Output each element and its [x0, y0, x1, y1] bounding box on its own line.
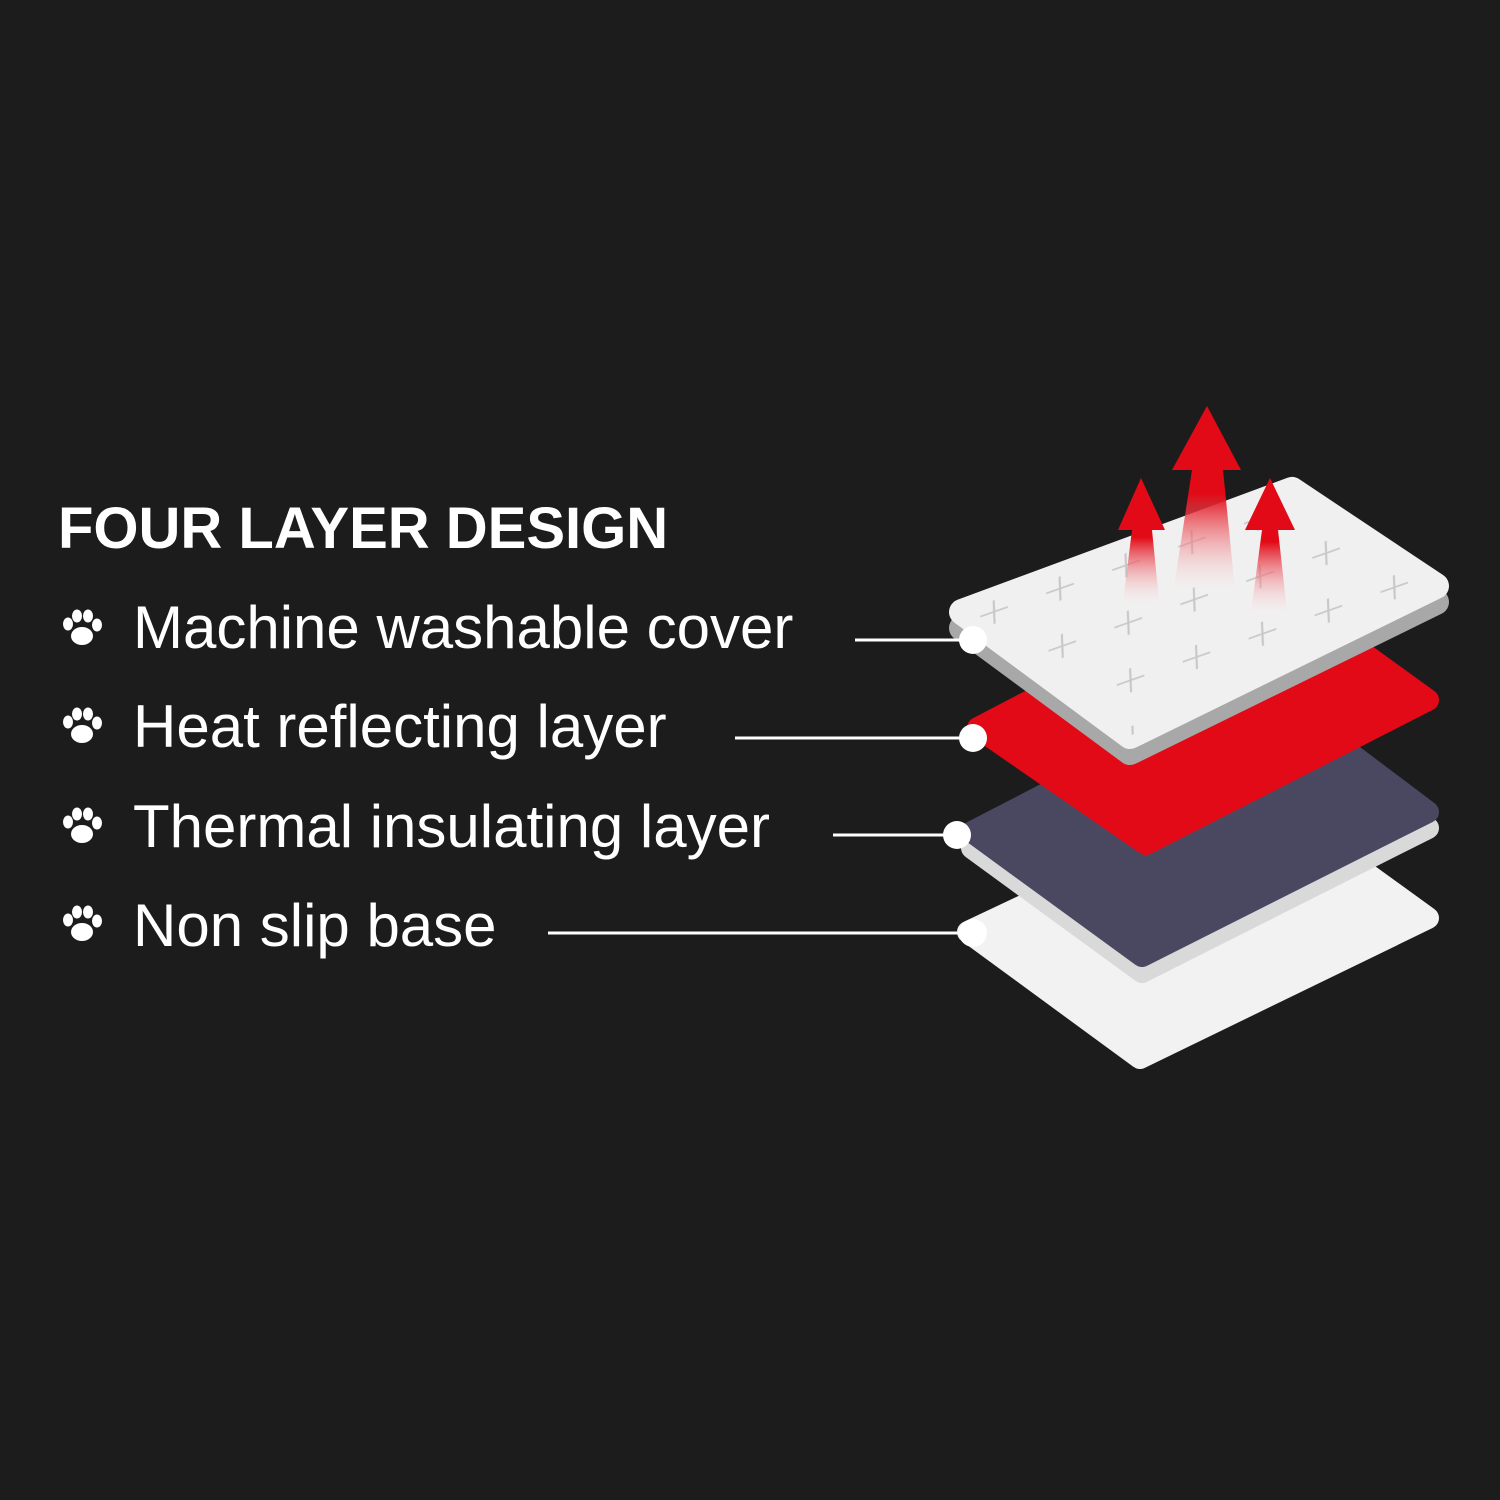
leader-line-heat-layer — [735, 724, 987, 752]
feature-label: Non slip base — [133, 892, 497, 959]
feature-item-cover: Machine washable cover — [63, 594, 793, 661]
feature-label: Machine washable cover — [133, 594, 793, 661]
heat-arrow-icon — [1172, 406, 1241, 600]
leader-dot — [959, 919, 987, 947]
paw-icon — [63, 905, 102, 941]
feature-item-insulating-layer: Thermal insulating layer — [63, 793, 770, 860]
leader-line-insulating-layer — [833, 821, 971, 849]
feature-item-heat-layer: Heat reflecting layer — [63, 693, 667, 760]
paw-icon — [63, 707, 102, 743]
paw-icon — [63, 609, 102, 645]
leader-line-base — [548, 919, 987, 947]
leader-dot — [943, 821, 971, 849]
feature-item-base: Non slip base — [63, 892, 497, 959]
leader-dot — [959, 626, 987, 654]
heading: FOUR LAYER DESIGN — [58, 496, 668, 561]
feature-label: Heat reflecting layer — [133, 693, 667, 760]
leader-dot — [959, 724, 987, 752]
heat-arrows — [1118, 406, 1295, 620]
heat-arrow-icon — [1245, 478, 1295, 620]
paw-icon — [63, 807, 102, 843]
leader-line-cover — [855, 626, 987, 654]
feature-label: Thermal insulating layer — [133, 793, 770, 860]
heat-arrow-icon — [1118, 478, 1165, 610]
